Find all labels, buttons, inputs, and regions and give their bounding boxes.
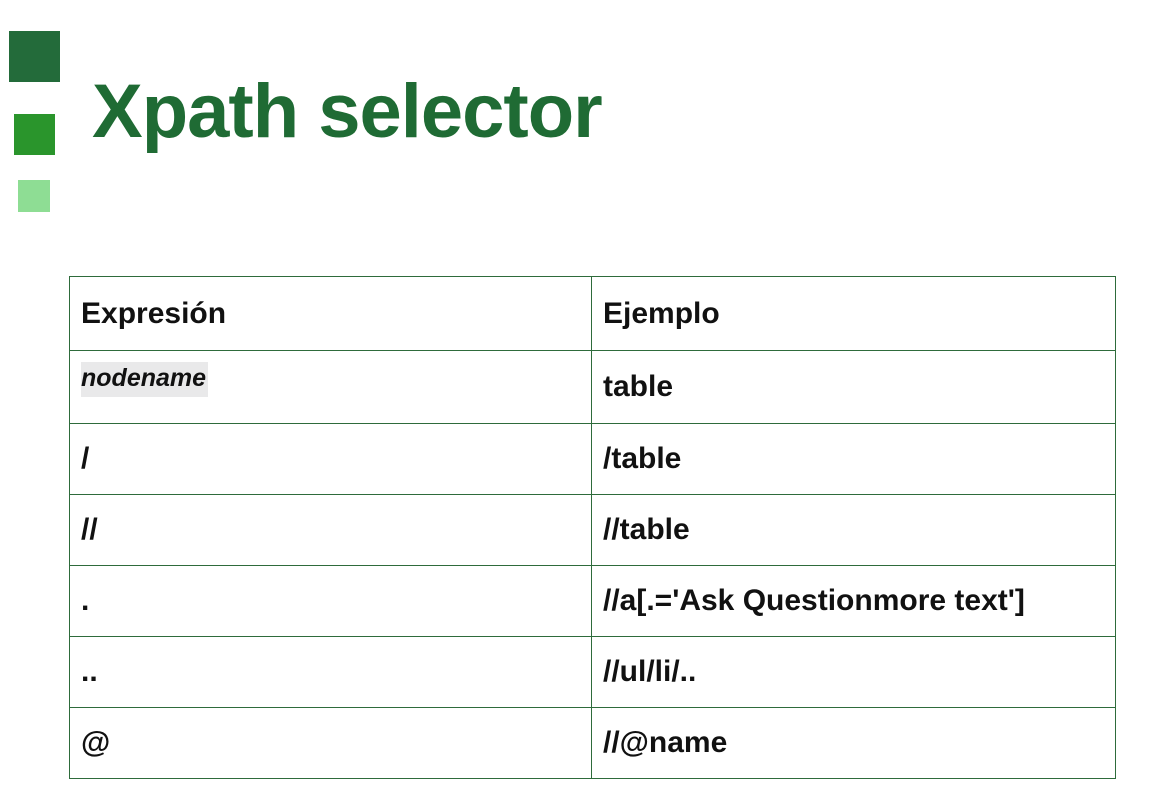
xpath-table: Expresión Ejemplo nodename table / /tabl… (69, 276, 1116, 779)
expression-code: nodename (81, 361, 209, 397)
slide-title: Xpath selector (92, 69, 603, 154)
example-cell: //ul/li/.. (591, 636, 1116, 708)
decorative-square-dark (9, 31, 60, 82)
table-row: @ //@name (69, 707, 1116, 779)
example-cell: //a[.='Ask Questionmore text'] (591, 565, 1116, 637)
decorative-square-light (18, 180, 50, 212)
table-row: . //a[.='Ask Questionmore text'] (69, 565, 1116, 637)
expression-cell: . (69, 565, 592, 637)
table-row: .. //ul/li/.. (69, 636, 1116, 708)
example-cell: /table (591, 423, 1116, 495)
header-example: Ejemplo (591, 276, 1116, 351)
table-row: nodename table (69, 350, 1116, 424)
header-expression: Expresión (69, 276, 592, 351)
example-cell: table (591, 350, 1116, 424)
table-row: / /table (69, 423, 1116, 495)
example-cell: //table (591, 494, 1116, 566)
table-row: // //table (69, 494, 1116, 566)
expression-cell: / (69, 423, 592, 495)
expression-cell: @ (69, 707, 592, 779)
table-header-row: Expresión Ejemplo (69, 276, 1116, 351)
example-cell: //@name (591, 707, 1116, 779)
expression-cell: nodename (69, 350, 592, 424)
expression-cell: .. (69, 636, 592, 708)
expression-cell: // (69, 494, 592, 566)
decorative-square-medium (14, 114, 55, 155)
